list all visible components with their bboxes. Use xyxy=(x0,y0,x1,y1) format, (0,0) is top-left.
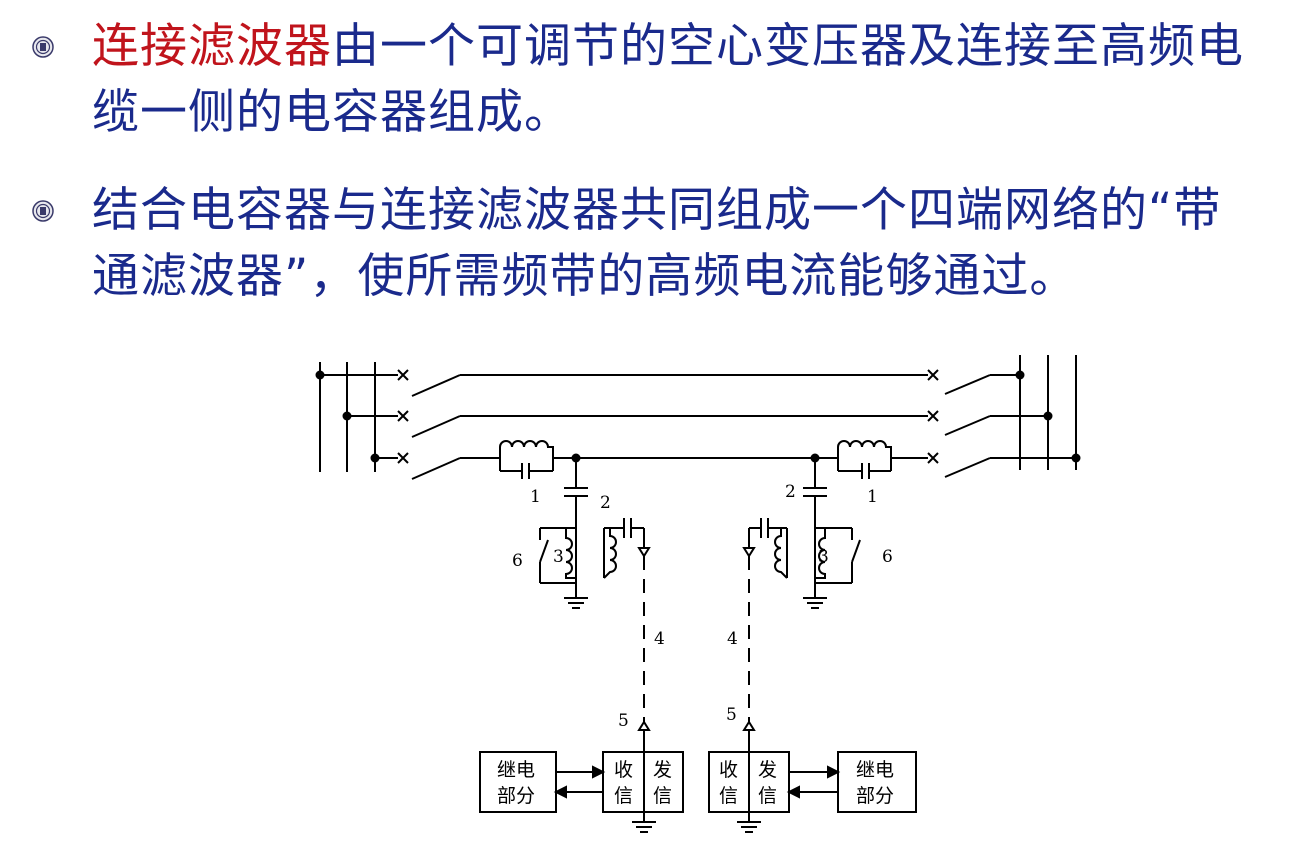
left-line-trap xyxy=(499,440,554,479)
right-relay-box xyxy=(837,751,917,813)
right-relay-text-1: 继电 xyxy=(856,759,894,781)
left-receive-text-2: 信 xyxy=(614,785,633,807)
left-relay-text-2: 部分 xyxy=(497,785,535,807)
left-relay-text-1: 继电 xyxy=(497,759,535,781)
right-relay-text-2: 部分 xyxy=(856,785,894,807)
label-5-right: 5 xyxy=(726,705,737,725)
label-3-left: 3 xyxy=(553,547,564,567)
left-send-text-1: 发 xyxy=(653,759,672,781)
junction-dots xyxy=(315,370,1081,463)
left-coupling-unit xyxy=(539,458,651,752)
label-2-right: 2 xyxy=(785,482,796,502)
right-receive-text-1: 收 xyxy=(719,759,738,781)
right-send-text-2: 信 xyxy=(758,785,777,807)
label-4-right: 4 xyxy=(727,629,738,649)
label-1-left: 1 xyxy=(530,487,541,507)
bullet-1-text: 连接滤波器由一个可调节的空心变压器及连接至高频电缆一侧的电容器组成。 xyxy=(92,14,1262,146)
right-line-trap xyxy=(837,440,892,479)
right-receive-text-2: 信 xyxy=(719,785,738,807)
label-6-left: 6 xyxy=(512,551,523,571)
label-6-right: 6 xyxy=(882,547,893,567)
left-send-text-2: 信 xyxy=(653,785,672,807)
seal-bullet-icon xyxy=(32,200,54,222)
bullet-2-text: 结合电容器与连接滤波器共同组成一个四端网络的“带通滤波器”，使所需频带的高频电流… xyxy=(92,183,1222,304)
right-coupling-unit xyxy=(742,458,861,752)
right-send-text-1: 发 xyxy=(758,759,777,781)
seal-bullet-icon xyxy=(32,36,54,58)
left-relay-box xyxy=(479,751,557,813)
label-3-right: 3 xyxy=(818,547,829,567)
label-1-right: 1 xyxy=(867,487,878,507)
label-4-left: 4 xyxy=(654,629,665,649)
bullet-1-rest: 由一个可调节的空心变压器及连接至高频电缆一侧的电容器组成。 xyxy=(92,19,1244,140)
label-5-left: 5 xyxy=(618,711,629,731)
bullet-1-highlight: 连接滤波器 xyxy=(92,19,332,74)
label-2-left: 2 xyxy=(600,493,611,513)
left-receive-text-1: 收 xyxy=(614,759,633,781)
